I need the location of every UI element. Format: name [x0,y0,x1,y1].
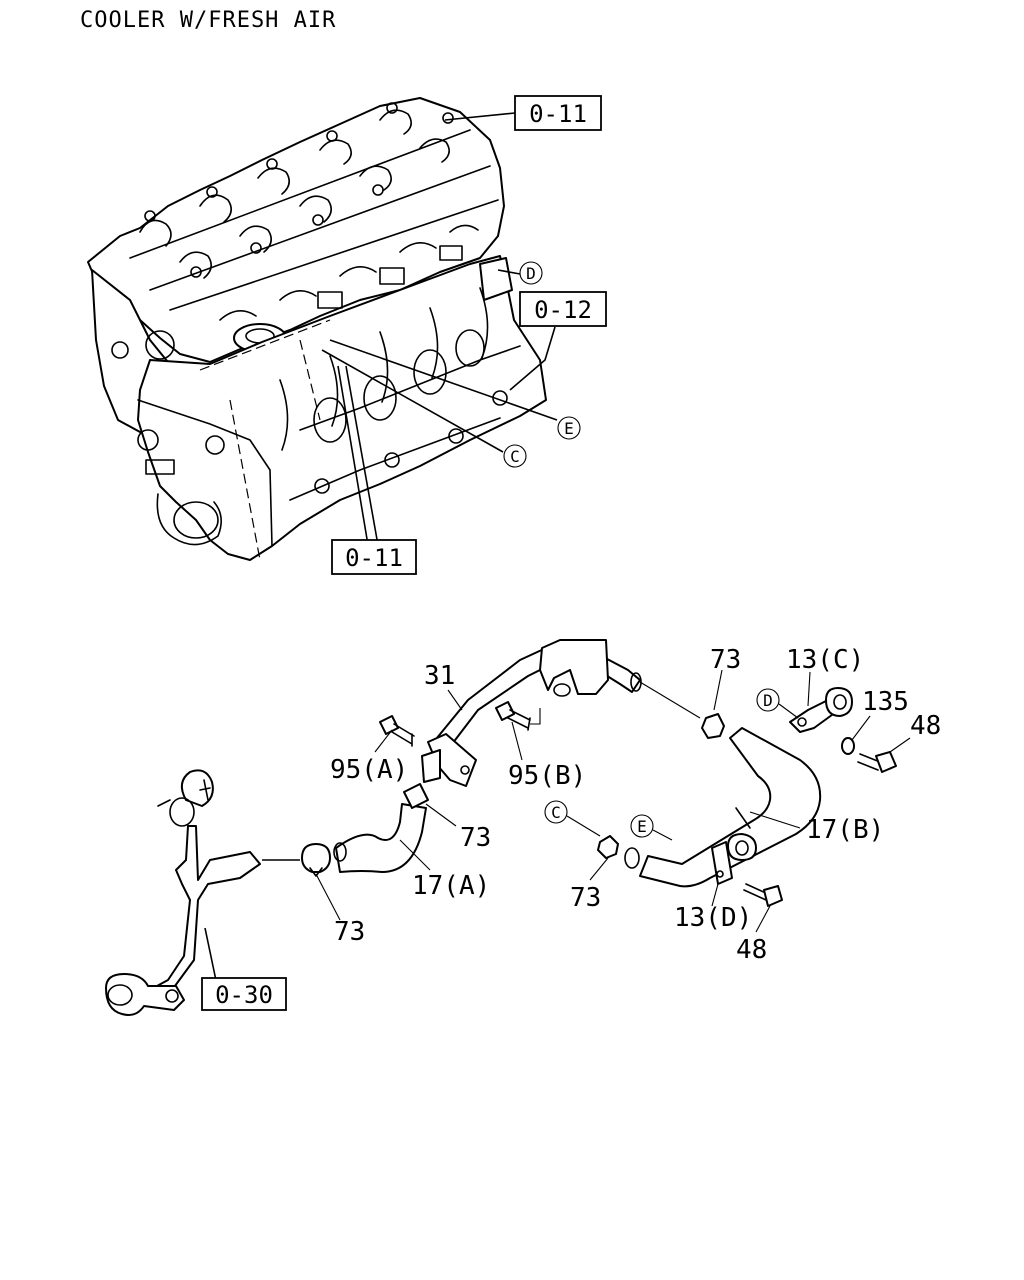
bracket-13d [711,833,757,885]
bolt-95b [495,701,541,731]
bracket-13c [789,687,853,733]
circle-marker-e-hose: E [630,814,673,841]
svg-text:C: C [551,803,561,822]
ref-box-top: 0-11 [514,95,602,131]
diagram-title: COOLER W/FRESH AIR [80,8,336,33]
callout-73-lower: 73 [570,883,601,913]
callout-95a: 95(A) [330,755,408,785]
callout-13d: 13(D) [674,903,752,933]
svg-text:D: D [526,264,536,283]
hose-17b [624,727,822,888]
svg-text:0-11: 0-11 [345,544,403,572]
svg-text:E: E [564,419,574,438]
callout-13c: 13(C) [786,645,864,675]
water-pipe-31 [421,639,642,787]
clamp-73-lower [597,835,619,859]
callout-135: 135 [862,687,909,717]
circle-marker-e-engine: E [557,416,581,440]
callout-17a: 17(A) [412,871,490,901]
callout-73-left: 73 [334,917,365,947]
engine-block-illustration [87,97,558,561]
hose-17a [301,783,429,877]
callout-73-top: 73 [710,645,741,675]
circle-marker-d-engine: D [519,261,543,285]
circle-marker-d-bracket: D [756,688,799,719]
clamp-73-top [639,681,725,739]
circle-marker-c-clip: C [544,800,601,837]
callout-73-mid: 73 [460,823,491,853]
svg-text:D: D [763,691,773,710]
ref-box-bottom: 0-11 [331,539,417,575]
callout-95b: 95(B) [508,761,586,791]
washer-135 [841,737,855,755]
callout-48-bottom: 48 [736,935,767,965]
callout-leaders [315,669,911,933]
svg-text:E: E [637,817,647,836]
callout-17b: 17(B) [806,815,884,845]
bolt-48-top [857,751,897,773]
ref-box-mid: 0-12 [519,291,607,327]
svg-text:C: C [510,447,520,466]
bolt-95a [379,715,415,747]
circle-marker-c-engine: C [503,444,527,468]
bolt-48-bottom [743,883,783,907]
svg-text:0-11: 0-11 [529,100,587,128]
callout-31: 31 [424,661,455,691]
svg-text:0-12: 0-12 [534,296,592,324]
callout-48-top: 48 [910,711,941,741]
ref-box-pipe: 0-30 [201,977,287,1011]
svg-text:0-30: 0-30 [215,981,273,1009]
water-pipe-ref-0-30 [105,769,300,1016]
